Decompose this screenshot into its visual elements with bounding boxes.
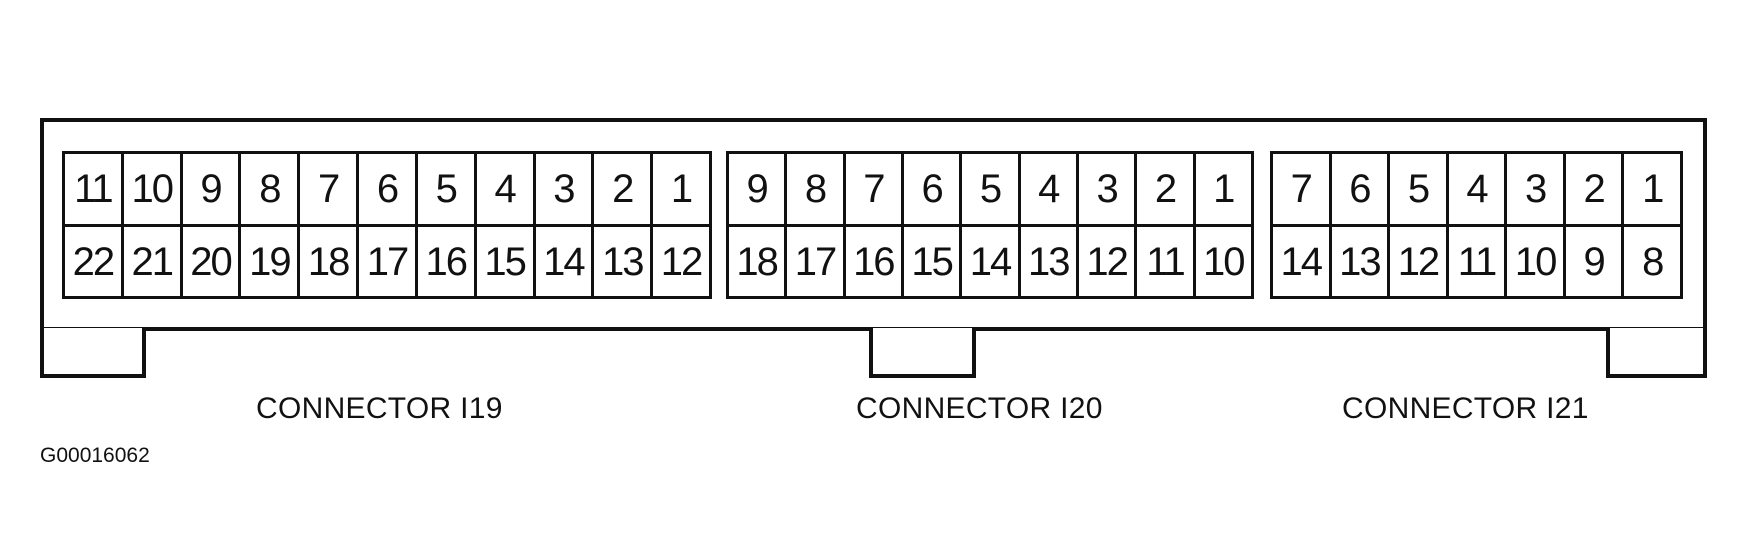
pin-cell: 6 [900,154,959,224]
pin-cell: 9 [179,154,239,224]
pin-cell: 8 [1621,227,1680,297]
pin-cell: 22 [72,240,115,284]
pin-cell: 1 [650,154,709,224]
pin-cell: 12 [1387,227,1446,297]
pin-cell: 16 [414,227,474,297]
pin-cell: 20 [179,227,239,297]
pin-cell: 3 [532,154,592,224]
pin-cell: 10 [1192,227,1251,297]
pin-cell: 13 [591,227,650,297]
pin-cell: 2 [591,154,650,224]
pin-cell: 11 [1134,227,1192,297]
pin-cell: 17 [784,227,842,297]
pin-cell: 5 [1387,154,1446,224]
pin-cell: 4 [1017,154,1076,224]
pin-cell: 6 [356,154,415,224]
pin-cell: 11 [1445,227,1505,297]
pin-cell: 15 [473,227,533,297]
pin-cell: 18 [297,227,356,297]
pin-cell: 10 [120,154,180,224]
pin-cell: 17 [356,227,415,297]
pin-cell: 15 [900,227,959,297]
connector-i20-label: CONNECTOR I20 [856,392,1103,425]
pin-cell: 9 [1562,227,1622,297]
pin-cell: 12 [1075,227,1134,297]
pin-cell: 4 [1445,154,1505,224]
pin-cell: 8 [238,154,297,224]
connector-i19-label: CONNECTOR I19 [256,392,503,425]
pin-cell: 21 [120,227,180,297]
pin-cell: 5 [414,154,474,224]
pin-cell: 2 [1562,154,1622,224]
pin-cell: 4 [473,154,533,224]
pin-cell: 10 [1504,227,1563,297]
pin-cell: 2 [1134,154,1192,224]
pin-cell: 3 [1504,154,1563,224]
pin-cell: 1 [1621,154,1680,224]
pin-cell: 13 [1017,227,1076,297]
pin-cell: 3 [1075,154,1134,224]
pin-cell: 7 [842,154,901,224]
housing-tab-center [869,328,976,378]
pin-cell: 18 [736,240,779,284]
pin-cell: 16 [842,227,901,297]
figure-id: G00016062 [40,444,150,467]
pin-cell: 13 [1328,227,1388,297]
pin-cell: 5 [959,154,1017,224]
pin-cell: 7 [297,154,356,224]
pin-cell: 6 [1328,154,1388,224]
connector-i21-label: CONNECTOR I21 [1342,392,1589,425]
pin-cell: 11 [74,167,114,211]
pin-cell: 14 [532,227,592,297]
pin-cell: 8 [784,154,842,224]
housing-tab-left [40,328,146,378]
pin-cell: 19 [238,227,297,297]
pin-cell: 12 [650,227,709,297]
housing-tab-right [1606,328,1707,378]
pin-cell: 9 [746,167,769,211]
pin-cell: 14 [959,227,1017,297]
pin-cell: 7 [1290,167,1313,211]
pin-cell: 14 [1280,240,1323,284]
pin-cell: 1 [1192,154,1251,224]
